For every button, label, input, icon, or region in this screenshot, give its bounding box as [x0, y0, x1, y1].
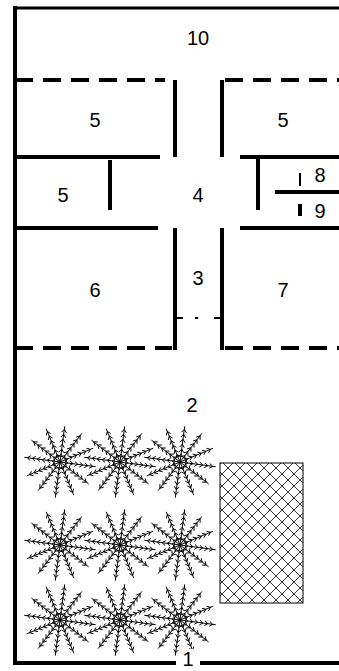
callout-number: 7 [275, 280, 290, 300]
callout-number: 2 [184, 395, 199, 415]
callout-number: 1 [180, 649, 195, 669]
callout-number: 6 [87, 280, 102, 300]
callout-number: 8 [312, 165, 327, 185]
callout-number: 5 [55, 185, 70, 205]
callout-number: 9 [312, 201, 327, 221]
callout-number: 10 [185, 28, 211, 48]
callout-number: 3 [190, 268, 205, 288]
callout-number: 5 [87, 110, 102, 130]
callout-number: 5 [275, 110, 290, 130]
callout-number: 4 [190, 185, 205, 205]
plant-symbol [24, 426, 215, 655]
